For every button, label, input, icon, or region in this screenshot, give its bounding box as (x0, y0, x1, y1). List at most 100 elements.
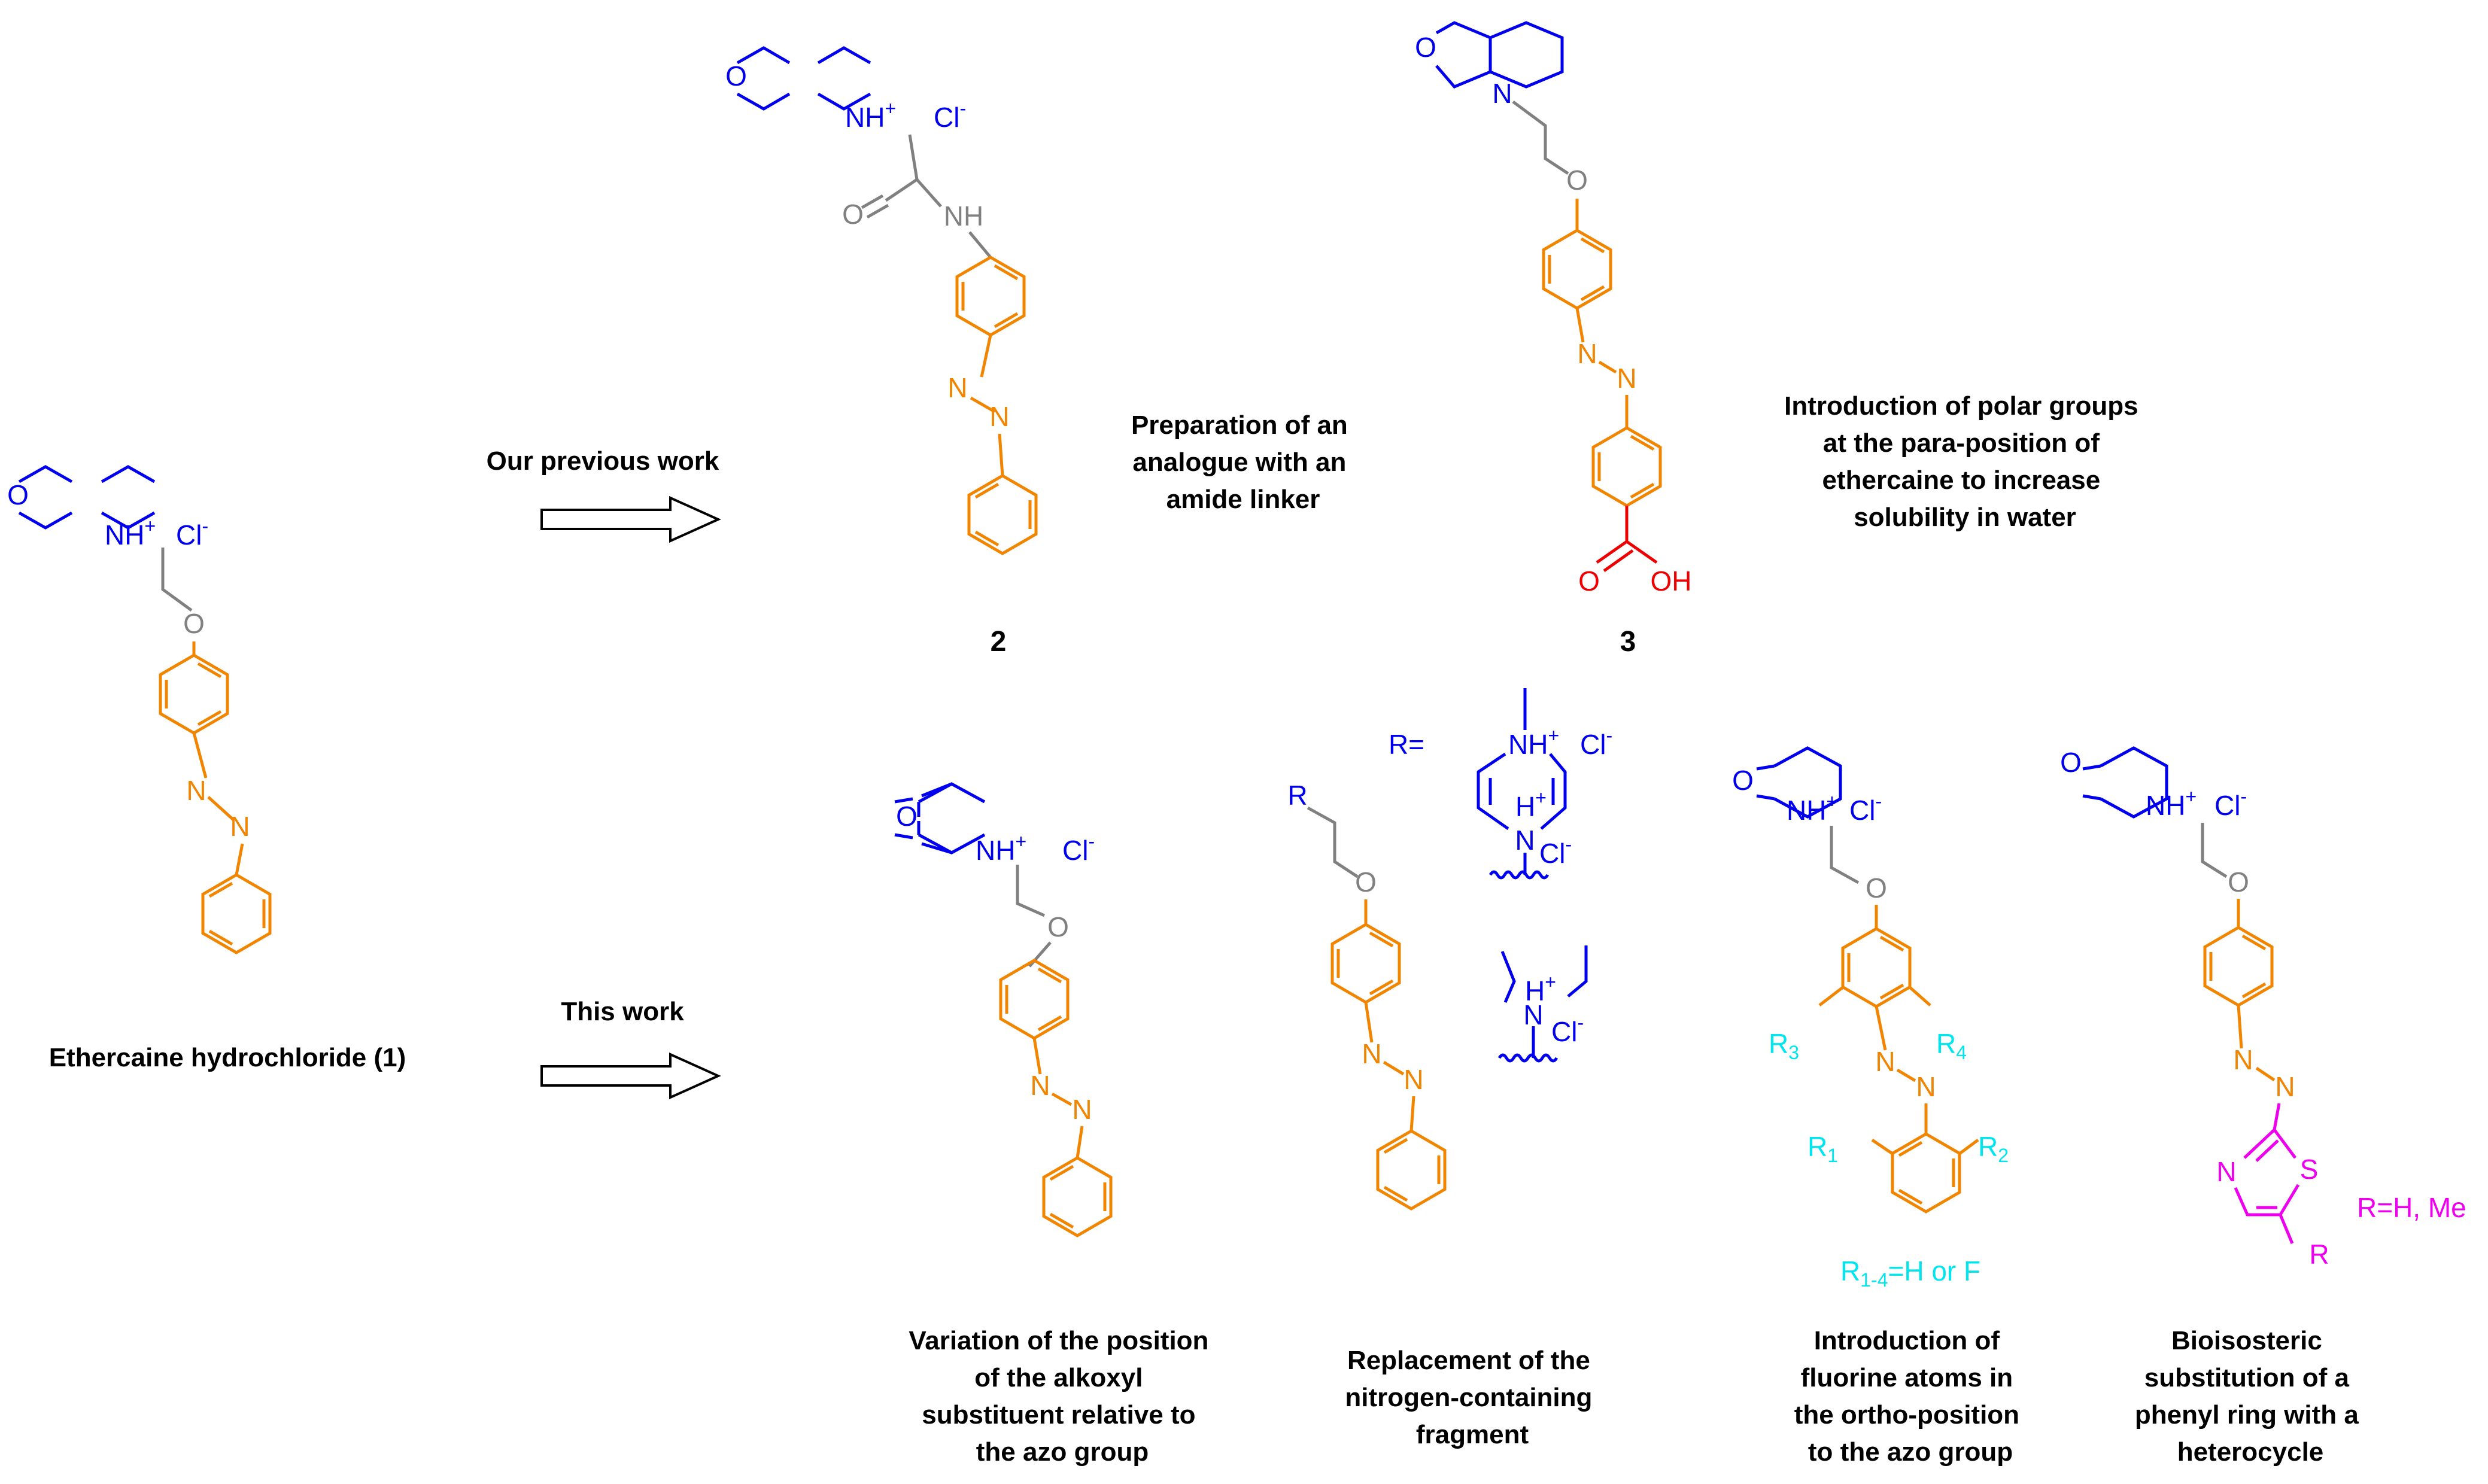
morpholinium-ring (2082, 746, 2168, 819)
morpholinium-ring (1756, 746, 1842, 819)
thiazole-r-label: R (2309, 1239, 2329, 1270)
ether-oxygen-label: O (1047, 911, 1069, 942)
this-work-arrow: This work (540, 997, 721, 1100)
n-phenyl-bond (1409, 1096, 1415, 1132)
r4-bond (1909, 986, 1931, 1006)
aryl-n-bond (1575, 308, 1585, 343)
carbonyl-oxygen-label: O (842, 199, 864, 230)
previous-work-arrow: Our previous work (487, 446, 721, 543)
this-work-label: This work (561, 997, 684, 1026)
ether-oxygen-label: O (183, 608, 205, 639)
r-definition-label: R=H, Me (2357, 1192, 2466, 1223)
azo-n1-label: N (186, 775, 206, 806)
aryl-ring (1544, 230, 1611, 308)
compound-name: Ethercaine hydrochloride (1) (49, 1043, 406, 1072)
piperazinium-nh-label: NH+ (1508, 725, 1559, 760)
ring-oxygen-label: O (1415, 32, 1436, 63)
azo-double-bond (1598, 360, 1617, 374)
ring-oxygen-label: O (725, 60, 747, 92)
piperazinium-ring (1477, 688, 1567, 880)
benzoic-ring (1593, 428, 1660, 506)
fluoro-aryl-ring (1843, 929, 1910, 1006)
ethylene-linker (2201, 823, 2228, 878)
carboxyl-oxygen-label: O (1578, 565, 1600, 597)
ether-oxygen-label: O (2228, 866, 2249, 898)
aryl-ring (2205, 928, 2272, 1005)
aryl-n-bond (192, 732, 208, 779)
aryl-n-bond (1364, 1002, 1374, 1043)
chloride-label: Cl- (934, 98, 966, 133)
compound-caption: Preparation of an analogue with an amide… (1131, 410, 1355, 514)
r1-label: R1 (1807, 1131, 1838, 1166)
chloride-label: Cl- (176, 515, 208, 551)
variant-caption: Bioisosteric substitution of a phenyl ri… (2135, 1326, 2366, 1467)
r1-bond (1871, 1138, 1894, 1155)
ethylene-linker (1016, 865, 1046, 917)
azo-n2-label: N (2275, 1071, 2295, 1102)
n-phenyl-bond (998, 433, 1004, 476)
azo-double-bond (1896, 1068, 1916, 1082)
n-phenyl-bond (235, 843, 244, 875)
diethylammonium-n-label: N (1523, 999, 1543, 1030)
chloride-label-diethyl: Cl- (1551, 1012, 1584, 1047)
azo-n1-label: N (1875, 1046, 1895, 1077)
aryl-ring (957, 257, 1024, 335)
hydroxyl-label: OH (1651, 565, 1692, 597)
azo-n1-label: N (1030, 1070, 1050, 1101)
azo-n2-label: N (230, 811, 250, 842)
ring-oxygen-label: O (896, 801, 918, 832)
amine-n-label: N (1492, 78, 1512, 109)
azo-n2-label: N (1617, 363, 1636, 394)
thiazole-ring (2234, 1129, 2300, 1244)
ethylene-linker (161, 548, 193, 612)
ring-oxygen-label: O (2060, 747, 2082, 778)
variant-alkoxyl-position: O NH+ Cl- O N N Variation of the positio… (894, 782, 1216, 1467)
azo-double-bond (207, 796, 235, 821)
compound-2: O NH+ Cl- O NH N N 2 Preparation of an a… (725, 46, 1355, 658)
azo-n1-label: N (947, 372, 967, 403)
r-definition-label: R= (1389, 729, 1424, 760)
amide-nh-label: NH (944, 200, 983, 232)
aryl-ring (160, 655, 227, 733)
variant-fluorine: O NH+ Cl- O R3 R4 N N R1 R2 R1-4=H or F … (1732, 746, 2027, 1467)
phenyl-ring (1044, 1158, 1111, 1236)
aryl-n-bond (980, 334, 992, 378)
ring-oxygen-label: O (7, 479, 29, 510)
ammonium-label: NH+ (2146, 786, 2197, 821)
ammonium-label: NH+ (105, 515, 156, 551)
thiazole-s-label: S (2300, 1154, 2319, 1185)
aryl-ring (1332, 925, 1399, 1002)
variant-caption: Variation of the position of the alkoxyl… (909, 1326, 1216, 1467)
morpholine-ring (1435, 21, 1564, 89)
azo-n2-label: N (1404, 1064, 1423, 1095)
variant-caption: Introduction of fluorine atoms in the or… (1794, 1326, 2027, 1467)
diethylammonium-h-label: H+ (1525, 971, 1556, 1006)
diethylammonium-fragment (1497, 945, 1588, 1063)
azo-n2-label: N (1072, 1094, 1092, 1125)
ethylene-linker (1512, 100, 1569, 175)
chloride-label-upper: Cl- (1580, 725, 1612, 760)
n-phenyl-bond (1076, 1126, 1084, 1158)
piperazinium-n-label: N (1515, 825, 1535, 856)
variant-heterocycle: O NH+ Cl- O N N N S R R=H, Me Bioisoster… (2060, 746, 2466, 1467)
compound-number: 2 (991, 626, 1007, 658)
fluoro-phenyl-ring (1892, 1134, 1960, 1212)
ammonium-label: NH+ (845, 98, 896, 133)
aryl-n-bond (1875, 1006, 1887, 1051)
piperazinium-h-label: H+ (1515, 787, 1547, 822)
ammonium-label: NH+ (976, 831, 1026, 866)
morpholinium-ring (736, 46, 871, 111)
aryl-ring (1001, 960, 1068, 1038)
azo-n2-label: N (989, 401, 1009, 432)
phenyl-ring (1378, 1131, 1445, 1209)
azo-double-bond (2255, 1066, 2276, 1082)
variant-nitrogen-fragment: R O N N R= NH+ Cl- H+ N Cl- (1287, 688, 1612, 1449)
aryl-n-bond (1032, 1038, 1042, 1075)
aryl-n-bond (2237, 1005, 2243, 1049)
n-thiazole-bond (2273, 1103, 2281, 1130)
ethylene-linker (1830, 826, 1860, 884)
ether-oxygen-label: O (1866, 872, 1887, 904)
azo-double-bond (970, 396, 996, 413)
azo-n2-label: N (1916, 1071, 1936, 1102)
thiazole-n-label: N (2216, 1156, 2236, 1187)
